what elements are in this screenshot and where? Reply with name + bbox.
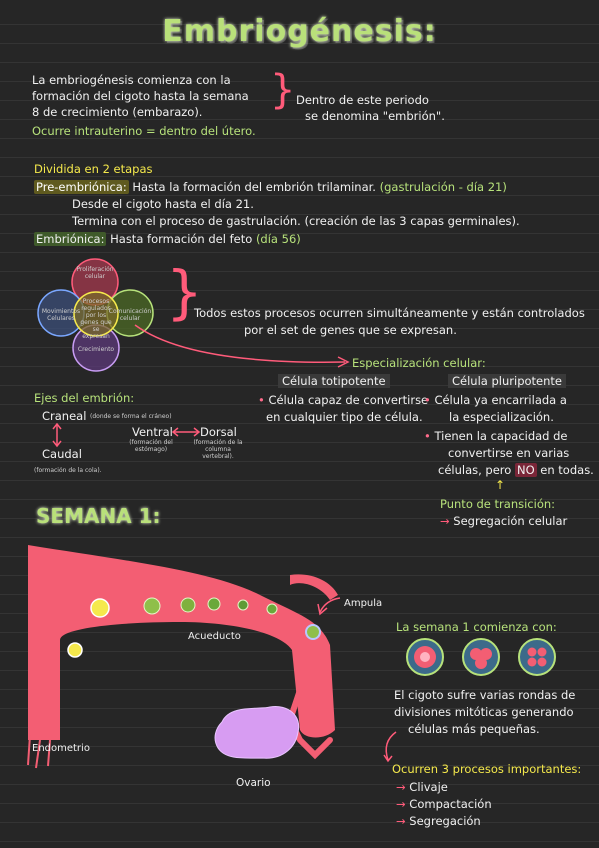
embryo-stage-6 [266, 603, 278, 615]
embryo-stage-7 [305, 624, 321, 640]
week1-begins: La semana 1 comienza con: [396, 620, 557, 634]
axis-craneal-note: (donde se forma el cráneo) [90, 413, 172, 420]
label-endometrio: Endometrio [32, 743, 90, 754]
embryo-2-cell [462, 638, 500, 676]
intro-line-1: La embriogénesis comienza con la [32, 73, 231, 87]
page-title: Embriogénesis: [162, 14, 437, 49]
venn-center-circle [73, 291, 119, 337]
intro-brace: } [270, 67, 296, 113]
pre-embrionica-row: Pre-embriónica: Hasta la formación del e… [34, 180, 507, 194]
pre-embrionica-line-2: Desde el cigoto hasta el día 21. [72, 197, 254, 211]
totipotent-line-1: Célula capaz de convertirse [258, 393, 428, 407]
embryo-stage-1 [90, 598, 110, 618]
process-clivaje: Clivaje [396, 780, 448, 794]
transition-title: Punto de transición: [440, 497, 556, 511]
uterine-tube-diagram [27, 545, 341, 769]
pluripotent-line-5c: en todas. [540, 463, 594, 477]
pluripotent-line-4: convertirse en varias [448, 446, 570, 460]
axis-ventral: Ventral [132, 425, 173, 439]
week1-desc-2: divisiones mitóticas generando [394, 705, 574, 719]
axis-craneal: Craneal [42, 409, 87, 423]
pre-embrionica-line-3: Termina con el proceso de gastrulación. … [72, 214, 520, 228]
embryo-stages [67, 597, 321, 658]
processes-heading: Ocurren 3 procesos importantes: [392, 762, 582, 776]
pluripotent-line-3: Tienen la capacidad de [424, 429, 567, 443]
venn-top-label: Proliferación celular [76, 266, 114, 280]
specialization-arrow [134, 324, 350, 368]
pluripotent-no: NO [514, 463, 537, 477]
embryo-stage-8 [67, 642, 83, 658]
axis-vertical-arrow-icon [52, 422, 62, 448]
uterine-tube-body [28, 545, 335, 740]
embryo-stage-2 [143, 597, 161, 615]
process-compactacion: Compactación [396, 797, 491, 811]
ovary-shape [214, 706, 300, 759]
pluripotent-title: Célula pluripotente [448, 374, 566, 388]
intro-side-1: Dentro de este periodo [296, 93, 429, 107]
venn-left-label: Movimientos Celulares [41, 308, 81, 322]
pre-embrionica-text: Hasta la formación del embrión trilamina… [132, 180, 376, 194]
totipotent-title: Célula totipotente [278, 374, 390, 388]
label-ovario: Ovario [236, 777, 271, 789]
embryo-stage-4 [207, 597, 221, 611]
axis-caudal: Caudal [42, 447, 82, 461]
venn-brace: } [166, 258, 203, 326]
axis-ventral-note: (formación del estómago) [129, 439, 173, 453]
embrionica-row: Embriónica: Hasta formación del feto (dí… [34, 232, 301, 246]
week1-desc-1: El cigoto sufre varias rondas de [394, 688, 576, 702]
early-embryo-circles [406, 638, 556, 676]
intro-line-4: Ocurre intrauterino = dentro del útero. [32, 124, 256, 138]
embryo-stage-5 [237, 599, 249, 611]
transition-arrow-icon: ↑ [495, 478, 506, 492]
pluripotent-line-5: células, pero NO en todas. [438, 463, 594, 477]
label-ampula: Ampula [344, 598, 383, 609]
axis-dorsal: Dorsal [200, 425, 237, 439]
embryo-stage-3 [180, 597, 196, 613]
embrionica-label: Embriónica: [34, 232, 107, 246]
venn-diagram [37, 258, 154, 372]
processes-note-1: Todos estos procesos ocurren simultáneam… [194, 306, 585, 320]
intro-side-2: se denomina "embrión". [305, 109, 445, 123]
processes-note-2: por el set de genes que se expresan. [244, 323, 457, 337]
week1-desc-3: células más pequeñas. [408, 722, 540, 736]
totipotent-line-2: en cualquier tipo de célula. [266, 410, 423, 424]
embryo-1-cell [406, 638, 444, 676]
axis-horizontal-arrow-icon [171, 427, 201, 437]
pluripotent-line-1: Célula ya encarrilada a [424, 393, 566, 407]
stages-heading: Dividida en 2 etapas [34, 162, 153, 176]
week1-heading: SEMANA 1: [36, 504, 161, 528]
venn-bottom-label: Crecimiento [77, 346, 115, 353]
venn-center-label: Procesos regulados por los genes que se … [80, 298, 112, 340]
intro-line-2: formación del cigoto hasta la semana [32, 89, 249, 103]
pre-embrionica-label: Pre-embriónica: [34, 180, 129, 194]
embryo-4-cell [518, 638, 556, 676]
specialization-heading: Especialización celular: [352, 356, 486, 370]
intro-line-3: 8 de crecimiento (embarazo). [32, 105, 203, 119]
axes-heading: Ejes del embrión: [34, 391, 135, 405]
pre-embrionica-note: (gastrulación - día 21) [379, 180, 507, 194]
pluripotent-line-5a: células, pero [438, 463, 512, 477]
label-acueducto: Acueducto [188, 631, 241, 642]
processes-curve-arrow-icon [383, 731, 397, 763]
axis-dorsal-note: (formación de la columna vertebral). [193, 439, 243, 460]
axis-caudal-note: (formación de la cola). [34, 467, 102, 474]
venn-right-label: Comunicación celular [108, 308, 152, 322]
embrionica-note: (día 56) [255, 232, 301, 246]
transition-text: Segregación celular [440, 514, 567, 528]
pluripotent-line-2: la especialización. [449, 410, 554, 424]
embrionica-text: Hasta formación del feto [110, 232, 253, 246]
process-segregacion: Segregación [396, 814, 480, 828]
